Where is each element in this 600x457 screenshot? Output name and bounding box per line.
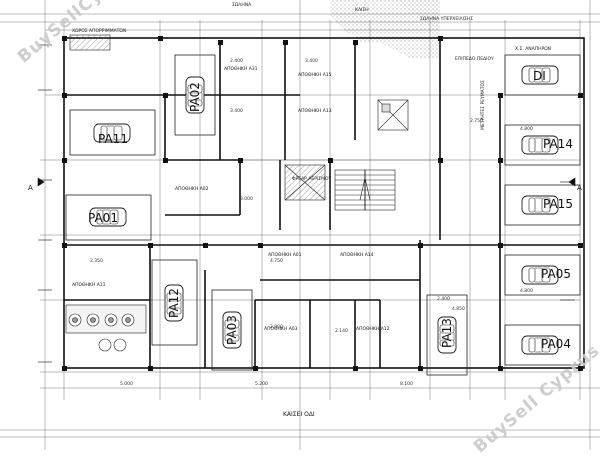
parking-label-pa05: PA05	[541, 267, 571, 281]
parking-label-pa02: PA02	[188, 82, 202, 112]
svg-text:4.800: 4.800	[520, 288, 533, 294]
annotation-labels: ΣΩΛΗΝΑ ΚΛΙΣΗ ΣΩΛΗΝΑ ΥΠΕΡΧΕΙΛΙΣΗΣ ΕΠΙΠΕΔΟ…	[72, 2, 551, 182]
svg-text:2.400: 2.400	[437, 296, 450, 302]
annotation-level: ΕΠΙΠΕΔΟ ΠΕΔΙΟΥ	[455, 56, 494, 62]
parking-label-pa01: PA01	[88, 211, 118, 225]
annotation-hvac: Χ.Σ. ΑΝΑΠΗΡΩΝ	[515, 46, 551, 52]
svg-text:4.800: 4.800	[520, 126, 533, 132]
dimension-ticks	[37, 44, 576, 363]
parking-label-pa04: PA04	[541, 337, 571, 351]
svg-text:4.750: 4.750	[270, 258, 283, 264]
stairwell	[284, 164, 396, 211]
storeroom-a15: ΑΠΟΘΗΚΗ Α15	[298, 72, 332, 78]
parking-label-pa12: PA12	[167, 288, 181, 318]
storeroom-a01: ΑΠΟΘΗΚΗ Α01	[268, 252, 302, 258]
storeroom-labels: ΑΠΟΘΗΚΗ Α31 ΑΠΟΘΗΚΗ Α15 ΑΠΟΘΗΚΗ Α13 ΑΠΟΘ…	[72, 66, 390, 332]
storeroom-a31: ΑΠΟΘΗΚΗ Α31	[224, 66, 258, 72]
parking-label-pa14: PA14	[543, 137, 573, 151]
svg-text:A: A	[577, 184, 582, 192]
street-label: ΚΑΙΣΕΙ ΟΔΙ	[283, 411, 315, 418]
svg-text:3.400: 3.400	[305, 58, 318, 64]
storeroom-a12: ΑΠΟΘΗΚΗ Α12	[356, 326, 390, 332]
parking-labels: PA02 PA11 PA01 PA12 PA03 PA13 DI PA14 PA…	[88, 69, 573, 351]
annotation-ramp-top: ΣΩΛΗΝΑ	[232, 2, 252, 8]
svg-text:A: A	[28, 184, 33, 192]
parking-label-di: DI	[533, 69, 546, 83]
section-marks: A A	[28, 184, 582, 192]
parking-label-pa15: PA15	[543, 197, 573, 211]
storeroom-a11: ΑΠΟΘΗΚΗ Α11	[72, 282, 106, 288]
dimension-numbers: 2.400 3.400 3.400 3.000 2.350 4.750 2.90…	[90, 58, 533, 387]
annotation-ramp-down: ΚΛΙΣΗ	[355, 7, 369, 13]
annotation-meters: ΜΕΤΡΗΤΕΣ ΡΕΥΜΑΤΟΣ	[480, 80, 486, 130]
parking-label-pa03: PA03	[225, 315, 239, 345]
lift-shaft	[377, 99, 409, 131]
parking-label-pa13: PA13	[440, 318, 454, 348]
annotation-trash: ΧΩΡΟΣ ΑΠΟΡΡΙΜΜΑΤΩΝ	[72, 28, 126, 34]
storeroom-a13: ΑΠΟΘΗΚΗ Α13	[298, 108, 332, 114]
svg-text:4.850: 4.850	[452, 306, 465, 312]
svg-text:2.750: 2.750	[470, 118, 483, 124]
annotation-shaft: ΦΡΕΑΡ ΑΕΡΙΣΜΟΥ	[292, 176, 332, 182]
annotation-ramp-right: ΣΩΛΗΝΑ ΥΠΕΡΧΕΙΛΙΣΗΣ	[420, 16, 473, 22]
svg-text:5.000: 5.000	[120, 381, 133, 387]
storeroom-a03: ΑΠΟΘΗΚΗ Α03	[264, 326, 298, 332]
trash-enclosure	[69, 34, 111, 51]
svg-text:8.100: 8.100	[400, 381, 413, 387]
storeroom-a14: ΑΠΟΘΗΚΗ Α14	[340, 252, 374, 258]
svg-text:3.400: 3.400	[230, 108, 243, 114]
ramp-stipple	[330, 0, 440, 58]
columns	[62, 36, 583, 371]
svg-text:2.140: 2.140	[335, 328, 348, 334]
svg-text:3.000: 3.000	[240, 196, 253, 202]
parking-bays-left	[65, 54, 468, 376]
svg-text:2.900: 2.900	[270, 324, 283, 330]
svg-text:5.200: 5.200	[255, 381, 268, 387]
svg-text:2.350: 2.350	[90, 258, 103, 264]
parking-bays-right	[504, 54, 581, 366]
planters	[65, 304, 147, 352]
storeroom-a02: ΑΠΟΘΗΚΗ Α02	[175, 186, 209, 192]
parking-label-pa11: PA11	[98, 132, 128, 146]
svg-text:2.400: 2.400	[230, 58, 243, 64]
